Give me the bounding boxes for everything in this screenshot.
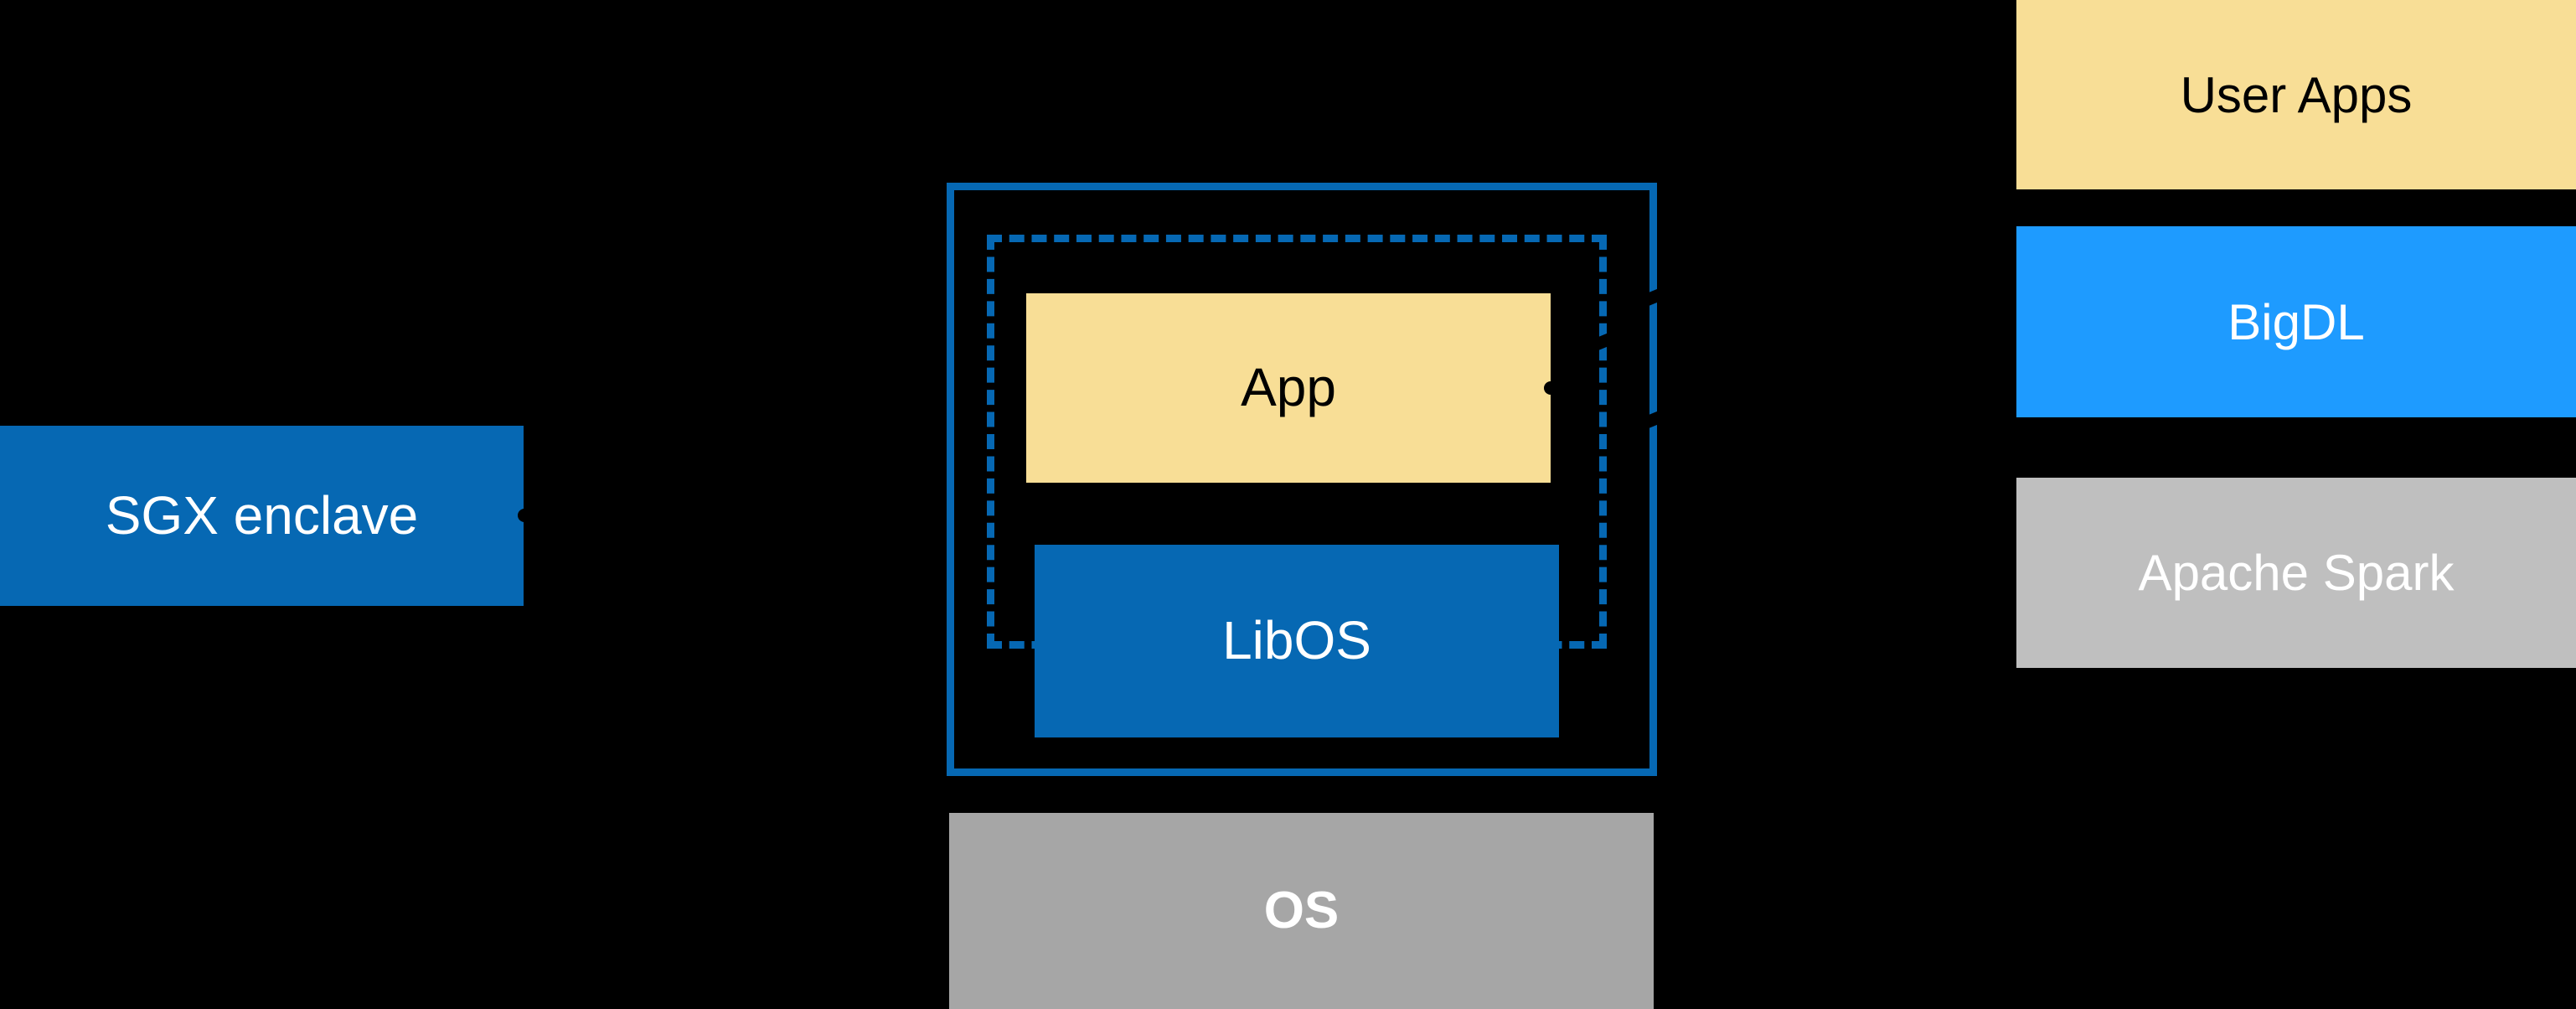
apache-spark-box[interactable]: Apache Spark	[2016, 478, 2576, 668]
sgx-connector-arrowhead-icon	[518, 509, 531, 522]
sgx-enclave-label: SGX enclave	[105, 484, 419, 546]
apache-spark-label: Apache Spark	[2138, 545, 2455, 601]
user-apps-label: User Apps	[2180, 66, 2413, 123]
libos-box[interactable]: LibOS	[1035, 545, 1559, 737]
bigdl-box[interactable]: BigDL	[2016, 226, 2576, 417]
os-label: OS	[1263, 882, 1340, 940]
app-box[interactable]: App	[1026, 293, 1551, 483]
app-label: App	[1241, 357, 1336, 418]
user-apps-box[interactable]: User Apps	[2016, 0, 2576, 189]
sgx-enclave-box[interactable]: SGX enclave	[0, 426, 524, 606]
bigdl-label: BigDL	[2228, 293, 2365, 350]
app-connector-arrowhead-icon	[1544, 381, 1557, 395]
os-box[interactable]: OS	[949, 813, 1654, 1009]
enclave-frame	[947, 183, 1657, 776]
libos-label: LibOS	[1222, 610, 1371, 671]
